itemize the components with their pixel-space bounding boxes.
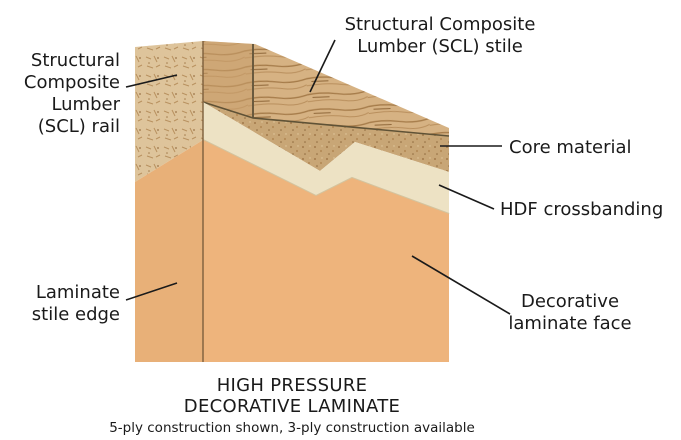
label-scl-stile: Structural Composite Lumber (SCL) stile <box>325 14 555 58</box>
label-scl-rail: Structural Composite Lumber (SCL) rail <box>10 50 120 138</box>
scl-rail-block <box>135 41 203 182</box>
label-scl-rail-line-1: Structural <box>30 50 120 71</box>
leader-scl-stile <box>309 39 336 93</box>
leader-laminate-stile-edge <box>125 282 178 301</box>
label-scl-rail-line-2: Composite <box>23 72 120 93</box>
label-decorative-laminate-face-line-1: Decorative <box>520 291 620 312</box>
label-scl-stile-line-2: Lumber (SCL) stile <box>357 36 523 57</box>
caption-subtitle: 5-ply construction shown, 3-ply construc… <box>109 420 475 436</box>
label-decorative-laminate-face: Decorative laminate face <box>505 291 635 335</box>
hdf-crossbanding-layer <box>203 102 449 214</box>
decorative-laminate-face-surface <box>203 140 449 362</box>
scl-stile-inner-band <box>203 41 253 118</box>
layer-seam-top <box>202 101 450 137</box>
label-laminate-stile-edge: Laminate stile edge <box>10 282 120 326</box>
leader-hdf-crossbanding <box>438 184 495 210</box>
label-scl-rail-line-3: Lumber <box>51 94 120 115</box>
label-scl-rail-line-4: (SCL) rail <box>37 116 120 137</box>
caption-title-line-2: DECORATIVE LAMINATE <box>183 396 401 417</box>
caption-title-line-1: HIGH PRESSURE <box>216 375 368 396</box>
label-laminate-stile-edge-line-1: Laminate <box>35 282 120 303</box>
label-scl-stile-line-1: Structural Composite <box>344 14 536 35</box>
leader-decorative-laminate-face <box>411 255 511 315</box>
scl-stile-block <box>203 41 449 136</box>
laminate-stile-edge-surface <box>135 140 203 362</box>
label-laminate-stile-edge-line-2: stile edge <box>31 304 120 325</box>
label-core-material: Core material <box>509 137 632 158</box>
leader-scl-rail <box>125 74 178 88</box>
label-decorative-laminate-face-line-2: laminate face <box>508 313 632 334</box>
label-hdf-crossbanding: HDF crossbanding <box>500 199 664 220</box>
